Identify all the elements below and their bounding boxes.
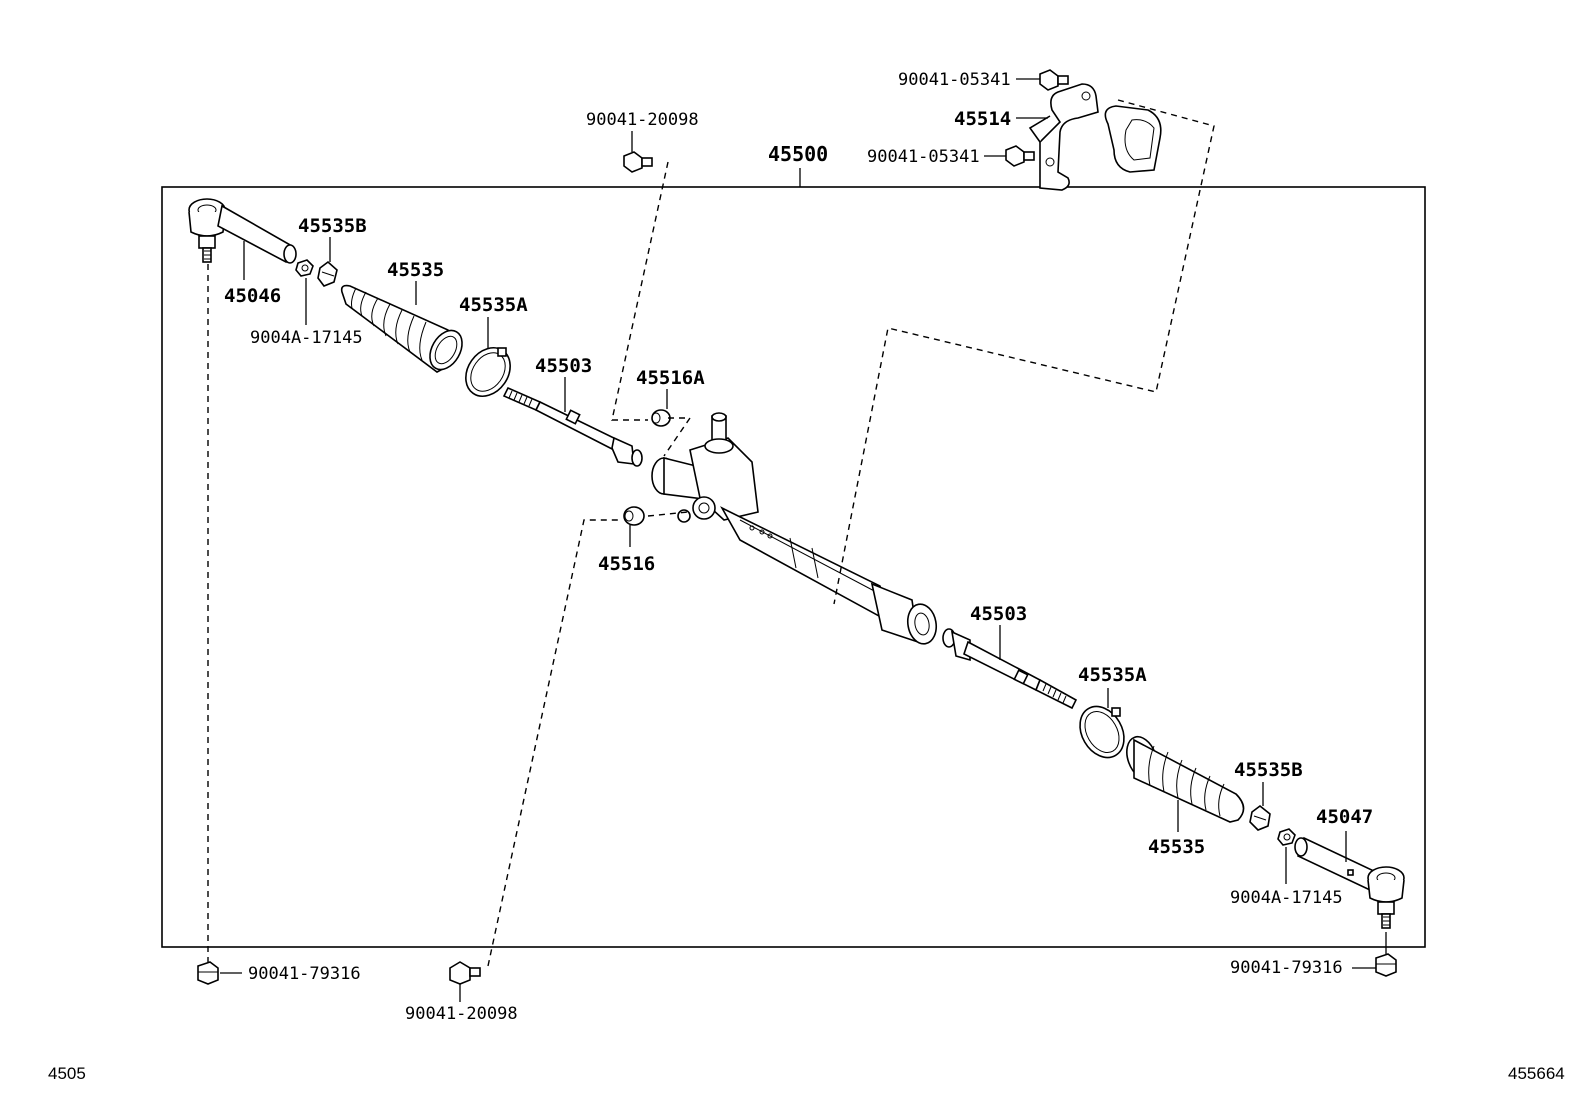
bushing-lower bbox=[623, 506, 645, 526]
label-lock-nut-left: 9004A-17145 bbox=[250, 328, 363, 348]
bushing-upper bbox=[651, 409, 671, 427]
bracket-bolt-lower bbox=[1005, 145, 1035, 167]
castle-nut-right bbox=[1375, 953, 1397, 977]
lock-nut-left bbox=[295, 259, 314, 277]
boot-clamp-right bbox=[1079, 705, 1125, 759]
mount-bolt-lower bbox=[449, 961, 481, 985]
label-castle-nut-right: 90041-79316 bbox=[1230, 958, 1343, 978]
label-boot-clip-left: 45535B bbox=[298, 215, 367, 237]
rack-end-left bbox=[502, 386, 643, 467]
lock-nut-right bbox=[1277, 828, 1296, 846]
label-tie-rod-end-right: 45047 bbox=[1316, 806, 1373, 828]
tie-rod-end-left bbox=[188, 198, 297, 264]
footer-code-right: 455664 bbox=[1508, 1064, 1565, 1083]
assembly-frame bbox=[161, 186, 1426, 948]
label-boot-clamp-left: 45535A bbox=[459, 294, 528, 316]
mount-bolt-upper bbox=[623, 151, 653, 173]
boot-right bbox=[1126, 735, 1245, 823]
bracket bbox=[1028, 83, 1099, 191]
label-mount-bolt-lower: 90041-20098 bbox=[405, 1004, 518, 1024]
boot-clip-left bbox=[317, 260, 338, 287]
label-tie-rod-end-left: 45046 bbox=[224, 285, 281, 307]
label-bracket-bolt-lower: 90041-05341 bbox=[867, 147, 980, 167]
label-bracket-bolt-upper: 90041-05341 bbox=[898, 70, 1011, 90]
tie-rod-end-right bbox=[1294, 836, 1405, 929]
footer-code-left: 4505 bbox=[48, 1064, 86, 1083]
label-boot-right: 45535 bbox=[1148, 836, 1205, 858]
bracket-cushion bbox=[1104, 105, 1162, 173]
boot-clamp-left bbox=[465, 347, 511, 397]
bracket-bolt-upper bbox=[1039, 69, 1069, 91]
boot-clip-right bbox=[1249, 804, 1271, 831]
label-boot-left: 45535 bbox=[387, 259, 444, 281]
label-rack-end-left: 45503 bbox=[535, 355, 592, 377]
rack-end-right bbox=[942, 628, 1078, 710]
castle-nut-left bbox=[197, 961, 219, 985]
rack-housing bbox=[651, 412, 938, 645]
label-castle-nut-left: 90041-79316 bbox=[248, 964, 361, 984]
label-boot-clip-right: 45535B bbox=[1234, 759, 1303, 781]
label-mount-bolt-upper: 90041-20098 bbox=[586, 110, 699, 130]
label-boot-clamp-right: 45535A bbox=[1078, 664, 1147, 686]
label-lock-nut-right: 9004A-17145 bbox=[1230, 888, 1343, 908]
label-bushing-upper: 45516A bbox=[636, 367, 705, 389]
boot-left bbox=[340, 284, 463, 373]
label-rack-end-right: 45503 bbox=[970, 603, 1027, 625]
label-assembly: 45500 bbox=[768, 142, 828, 166]
label-bracket: 45514 bbox=[954, 108, 1011, 130]
label-bushing-lower: 45516 bbox=[598, 553, 655, 575]
